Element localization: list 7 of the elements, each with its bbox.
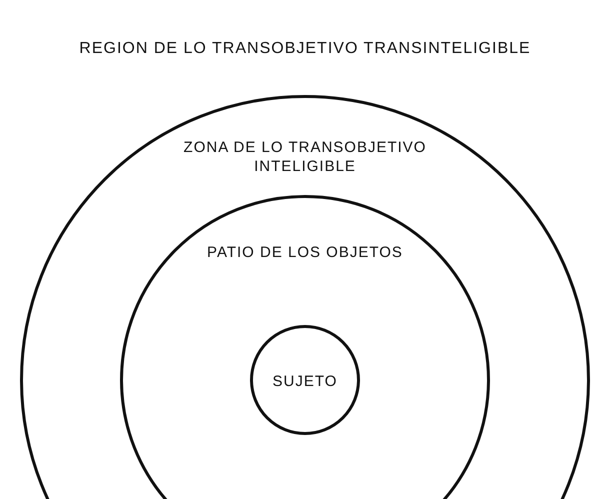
middle-circle <box>120 195 490 499</box>
inner-circle <box>250 325 360 435</box>
zone-label: ZONA DE LO TRANSOBJETIVO INTELIGIBLE <box>182 138 428 176</box>
patio-label: PATIO DE LOS OBJETOS <box>206 243 404 262</box>
region-label: REGION DE LO TRANSOBJETIVO TRANSINTELIGIBLE <box>79 40 531 57</box>
outer-circle <box>20 95 590 499</box>
subject-label: SUJETO <box>272 372 338 391</box>
